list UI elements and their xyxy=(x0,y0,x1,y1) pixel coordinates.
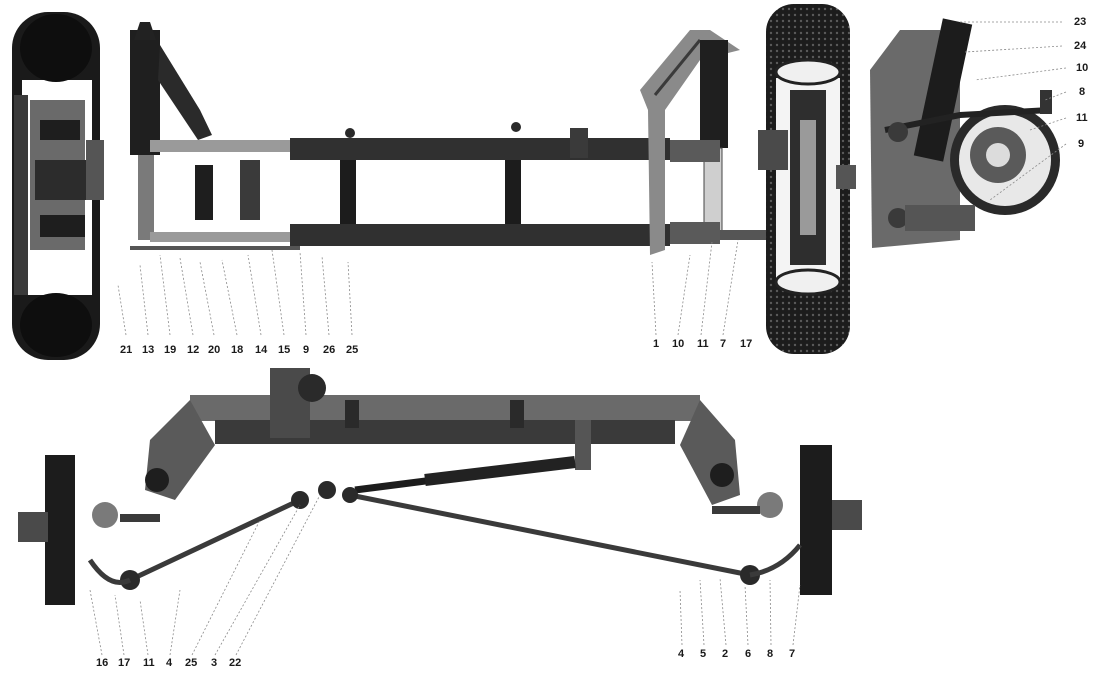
bottom-view-assembly xyxy=(18,368,862,656)
callout-top-left-7: 14 xyxy=(255,344,268,356)
callout-bottom-right-3: 2 xyxy=(722,648,729,660)
top-view-assembly xyxy=(12,4,856,360)
left-spring-damper xyxy=(130,22,212,240)
callout-top-left-5: 20 xyxy=(208,344,221,356)
detail-view-assembly xyxy=(870,18,1067,250)
callout-top-left-2: 13 xyxy=(142,344,155,356)
callout-bottom-right-2: 5 xyxy=(700,648,707,660)
callout-top-left-3: 19 xyxy=(164,344,177,356)
main-frame xyxy=(130,30,740,255)
callout-top-left-6: 18 xyxy=(231,344,244,356)
left-wheel-section xyxy=(12,12,104,360)
callout-top-left-8: 15 xyxy=(278,344,291,356)
callout-bottom-left-5: 25 xyxy=(185,657,198,669)
callout-bottom-right-6: 7 xyxy=(789,648,796,660)
callout-bottom-left-2: 17 xyxy=(118,657,131,669)
callout-top-right-2: 10 xyxy=(672,338,685,350)
callout-bottom-right-1: 4 xyxy=(678,648,685,660)
callout-top-right-5: 17 xyxy=(740,338,753,350)
top-leader-lines xyxy=(117,239,739,336)
callout-bottom-right-4: 6 xyxy=(745,648,752,660)
callout-top-right-4: 7 xyxy=(720,338,727,350)
callout-bottom-right-5: 8 xyxy=(767,648,774,660)
bottom-leader-lines xyxy=(89,494,801,656)
right-spring-damper xyxy=(670,40,780,244)
callout-detail-3: 10 xyxy=(1076,62,1089,74)
callout-bottom-left-7: 22 xyxy=(229,657,242,669)
detail-leader-lines xyxy=(960,21,1067,201)
callout-top-left-10: 26 xyxy=(323,344,336,356)
callout-detail-1: 23 xyxy=(1074,16,1087,28)
callout-bottom-left-6: 3 xyxy=(211,657,218,669)
callout-bottom-left-1: 16 xyxy=(96,657,109,669)
right-wheel xyxy=(758,4,856,354)
callout-top-right-3: 11 xyxy=(697,338,709,350)
callout-top-right-1: 1 xyxy=(653,338,660,350)
callout-top-left-11: 25 xyxy=(346,344,359,356)
callout-top-left-1: 21 xyxy=(120,344,133,356)
callout-detail-6: 9 xyxy=(1078,138,1085,150)
callout-bottom-left-3: 11 xyxy=(143,657,155,669)
callout-bottom-left-4: 4 xyxy=(166,657,173,669)
callout-top-left-9: 9 xyxy=(303,344,310,356)
callout-detail-2: 24 xyxy=(1074,40,1087,52)
callout-top-left-4: 12 xyxy=(187,344,200,356)
callout-detail-4: 8 xyxy=(1079,86,1086,98)
callout-detail-5: 11 xyxy=(1076,112,1088,124)
